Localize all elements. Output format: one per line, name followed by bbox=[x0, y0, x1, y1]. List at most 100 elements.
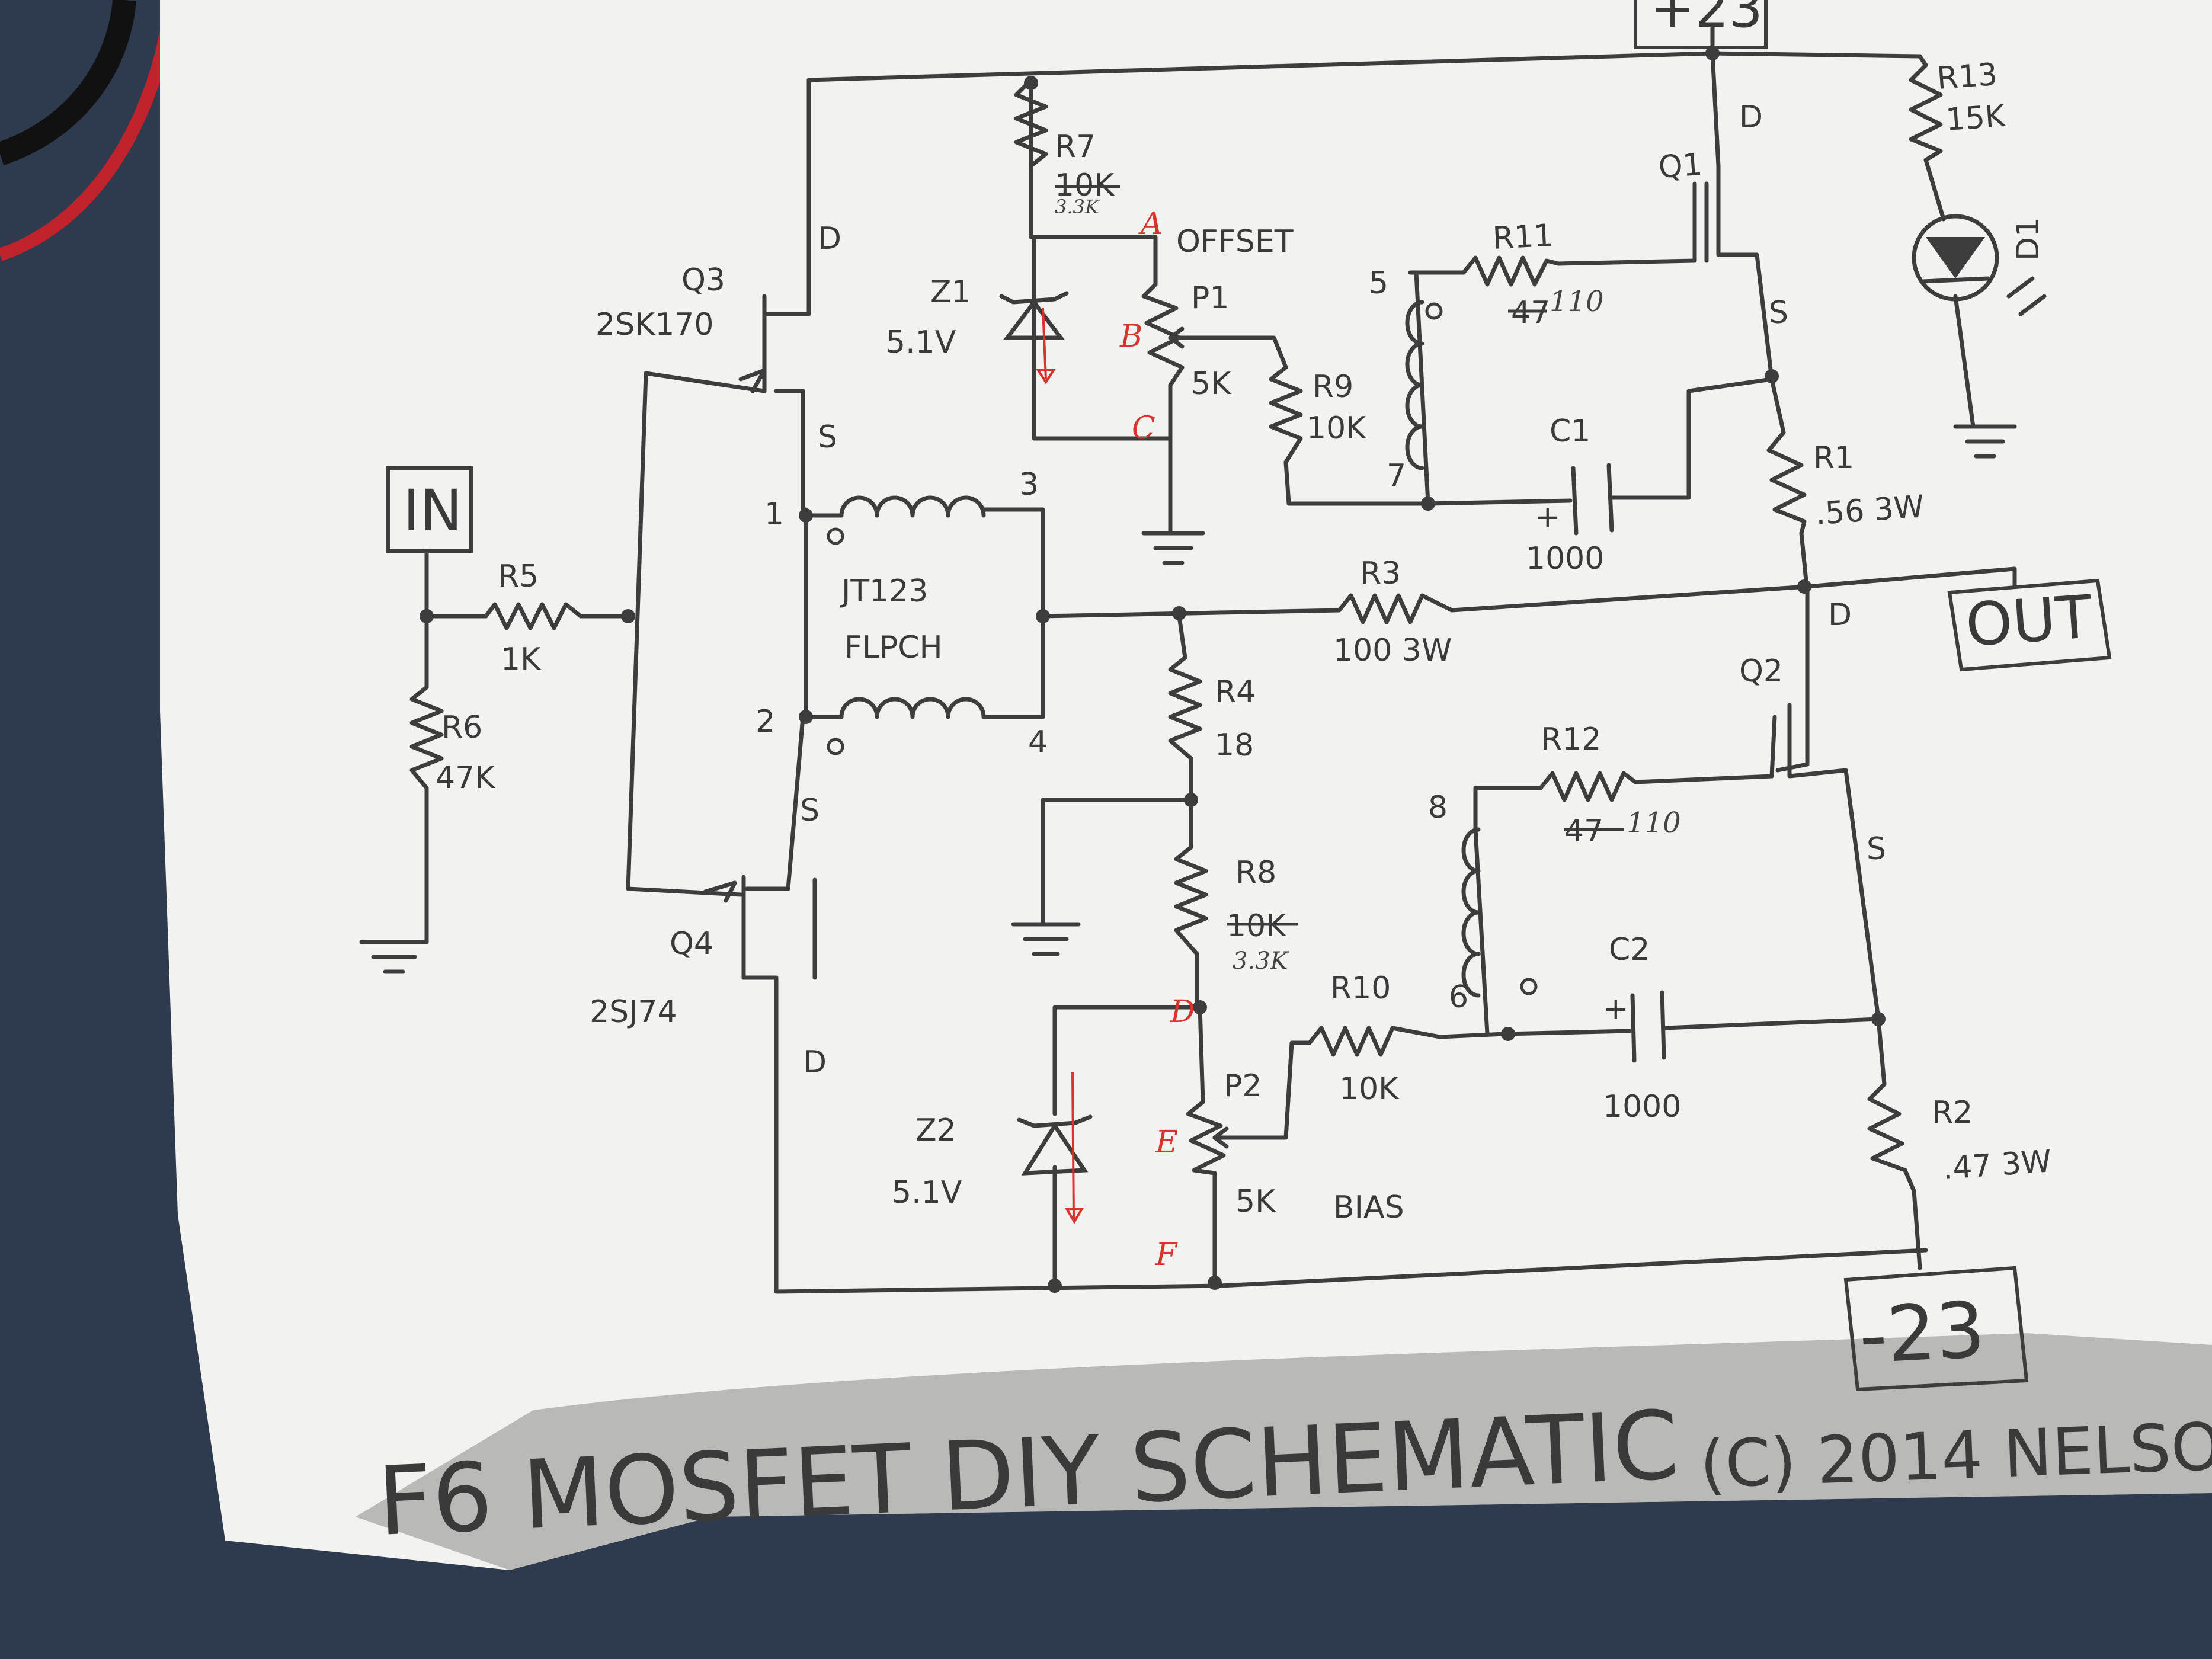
z2-triangle bbox=[1021, 1122, 1089, 1176]
r8-handwritten: 3.3K bbox=[1233, 947, 1289, 975]
r13-name: R13 bbox=[1936, 57, 1999, 97]
r1-value: .56 3W bbox=[1814, 489, 1925, 532]
coil-pin-6: 6 bbox=[1449, 979, 1468, 1015]
transformer-pin-1: 1 bbox=[764, 497, 784, 532]
p2-name: P2 bbox=[1224, 1068, 1262, 1104]
p2-zigzag bbox=[1186, 1100, 1226, 1176]
r3-name: R3 bbox=[1360, 556, 1401, 591]
capacitor-symbols bbox=[1571, 463, 1666, 1063]
r13-value: 15K bbox=[1945, 98, 2008, 138]
q4-part: 2SJ74 bbox=[590, 994, 677, 1030]
paper-shadow bbox=[356, 1333, 2212, 1570]
resistor-symbols bbox=[409, 63, 1943, 1193]
q3-name: Q3 bbox=[681, 262, 725, 298]
r9-zigzag bbox=[1269, 365, 1303, 465]
r9-value: 10K bbox=[1307, 411, 1367, 446]
r2-value: .47 3W bbox=[1942, 1144, 2053, 1187]
pos-rail-label: +23 bbox=[1650, 0, 1763, 40]
in-label: IN bbox=[403, 478, 462, 544]
r9-name: R9 bbox=[1313, 369, 1353, 405]
r5-name: R5 bbox=[498, 559, 539, 594]
r6-zigzag bbox=[409, 685, 444, 790]
out-label: OUT bbox=[1964, 582, 2095, 660]
p1-value: 5K bbox=[1191, 366, 1232, 402]
q4-drain: D bbox=[803, 1045, 827, 1080]
in-terminal-box bbox=[386, 466, 473, 553]
p2-function: BIAS bbox=[1333, 1190, 1404, 1225]
q2-name: Q2 bbox=[1739, 654, 1783, 689]
q1-drain: D bbox=[1739, 100, 1763, 135]
r6-name: R6 bbox=[441, 710, 482, 745]
transformer-variant: FLPCH bbox=[844, 630, 943, 665]
q4-source: S bbox=[800, 793, 820, 828]
black-cable bbox=[0, 0, 136, 165]
transistor-symbols bbox=[703, 368, 817, 980]
z1-value: 5.1V bbox=[886, 325, 956, 360]
r1-name: R1 bbox=[1813, 440, 1854, 476]
r12-zigzag bbox=[1538, 771, 1638, 802]
neg-rail-label: -23 bbox=[1857, 1285, 1987, 1381]
red-marker-e: E bbox=[1155, 1125, 1178, 1160]
potentiometer-symbols bbox=[1141, 282, 1241, 1176]
p1-function: OFFSET bbox=[1176, 224, 1294, 260]
ground-r4 bbox=[1011, 922, 1081, 956]
q1-source: S bbox=[1769, 295, 1788, 331]
r11-name: R11 bbox=[1492, 218, 1554, 257]
coil-pin-5: 5 bbox=[1369, 265, 1388, 301]
r8-name: R8 bbox=[1235, 855, 1276, 891]
ground-symbols bbox=[359, 424, 2017, 974]
r7-handwritten: 3.3K bbox=[1055, 196, 1100, 218]
r3-value: 100 3W bbox=[1333, 633, 1452, 668]
r4-name: R4 bbox=[1215, 674, 1256, 710]
c2-name: C2 bbox=[1609, 932, 1650, 968]
ground-in bbox=[359, 940, 429, 974]
r8-zigzag bbox=[1174, 845, 1208, 956]
q1-name: Q1 bbox=[1657, 147, 1704, 185]
c1-value: 1000 bbox=[1526, 541, 1604, 577]
coil-top bbox=[839, 495, 986, 518]
r5-zigzag bbox=[484, 602, 583, 630]
pos-rail-box bbox=[1634, 0, 1768, 49]
r5-value: 1K bbox=[501, 642, 542, 677]
red-marker-d: D bbox=[1170, 994, 1195, 1030]
coil-bottom-dot bbox=[827, 738, 844, 755]
r11-value: 47 bbox=[1511, 295, 1550, 331]
paper-sheet bbox=[160, 0, 2212, 1570]
r1-zigzag bbox=[1766, 430, 1807, 536]
c2-value: 1000 bbox=[1603, 1089, 1681, 1125]
r10-zigzag bbox=[1307, 1026, 1442, 1057]
coil-pin-8: 8 bbox=[1428, 790, 1448, 825]
coil-lower-inductor bbox=[1461, 827, 1481, 998]
transformer-pin-3: 3 bbox=[1019, 467, 1039, 502]
led-symbol bbox=[1912, 214, 2047, 316]
p2-value: 5K bbox=[1235, 1184, 1276, 1219]
q3-source: S bbox=[818, 419, 837, 455]
r7-zigzag bbox=[1014, 78, 1048, 168]
q3-part: 2SK170 bbox=[596, 307, 713, 342]
z1-name: Z1 bbox=[930, 274, 971, 310]
r10-name: R10 bbox=[1330, 971, 1391, 1006]
r12-handwritten: 110 bbox=[1627, 806, 1681, 840]
coil-top-dot bbox=[827, 527, 844, 545]
z2-red-arrow bbox=[1071, 1072, 1075, 1221]
c1-name: C1 bbox=[1550, 414, 1590, 449]
zener-symbols bbox=[999, 291, 1093, 1224]
red-marker-c: C bbox=[1132, 411, 1155, 446]
neg-rail-box bbox=[1843, 1266, 2029, 1392]
coil-pin-7: 7 bbox=[1387, 458, 1406, 494]
z1-red-arrow bbox=[1042, 308, 1047, 380]
red-marker-a: A bbox=[1138, 206, 1163, 242]
coil-bottom bbox=[839, 697, 986, 719]
ground-led bbox=[1953, 424, 2017, 459]
p1-name: P1 bbox=[1191, 280, 1229, 316]
c1-polarity: + bbox=[1535, 499, 1561, 535]
transformer-coils bbox=[827, 300, 1538, 998]
r8-value: 10K bbox=[1227, 908, 1287, 944]
out-terminal-box bbox=[1947, 578, 2112, 672]
transformer-pin-4: 4 bbox=[1028, 725, 1048, 760]
junction-dots bbox=[420, 46, 1886, 1293]
d1-label: D1 bbox=[2011, 217, 2046, 261]
r12-value: 47 bbox=[1564, 814, 1603, 849]
r10-value: 10K bbox=[1339, 1071, 1400, 1107]
